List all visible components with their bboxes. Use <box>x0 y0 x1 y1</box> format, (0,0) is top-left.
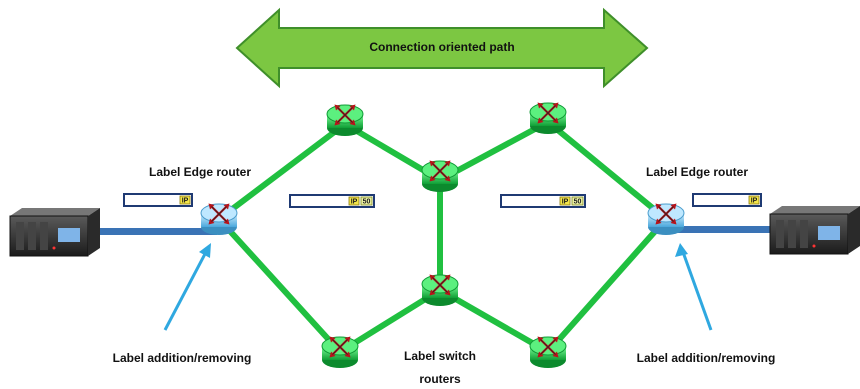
router-icon <box>529 335 567 368</box>
packet-ip-tag: IP <box>562 199 569 206</box>
packet-ip-tag: IP <box>351 199 358 206</box>
pointer-arrow-left <box>163 243 211 331</box>
link-lsr-bottom-right-to-ler-right <box>545 216 669 355</box>
label-add-remove-left: Label addition/removing <box>113 351 252 365</box>
label-switch-routers-line2: routers <box>419 372 461 386</box>
router-icon <box>200 202 238 235</box>
rack-server-icon <box>9 208 100 257</box>
packet-labeled-mid-left: IP 50 <box>289 194 375 208</box>
packet-label-tag: 50 <box>363 199 371 206</box>
access-link-right <box>670 226 788 233</box>
access-link-left <box>95 228 217 235</box>
packet-ip-left: IP <box>123 193 193 207</box>
router-icon <box>421 273 459 306</box>
link-lsr-top-right-to-ler-right <box>545 119 669 222</box>
link-center-bottom-to-lsr-bottom-right <box>437 287 551 355</box>
edge-router-label-left: Label Edge router <box>149 165 251 179</box>
label-add-remove-right: Label addition/removing <box>637 351 776 365</box>
connection-path-arrow: Connection oriented path <box>235 7 649 89</box>
router-icon <box>647 202 685 235</box>
link-ler-left-to-lsr-top-left <box>216 121 348 222</box>
pointer-arrow-right <box>675 243 713 331</box>
rack-server-icon <box>769 206 860 255</box>
packet-label-tag: 50 <box>574 199 582 206</box>
packet-ip-tag: IP <box>751 198 758 205</box>
router-icon <box>421 159 459 192</box>
router-icon <box>529 101 567 134</box>
network-links <box>216 119 669 355</box>
label-switch-routers-line1: Label switch <box>404 349 476 363</box>
router-icon <box>326 103 364 136</box>
packet-ip-right: IP <box>692 193 762 207</box>
link-ler-left-to-lsr-bottom-left <box>216 216 343 355</box>
packet-ip-tag: IP <box>182 198 189 205</box>
edge-router-label-right: Label Edge router <box>646 165 748 179</box>
access-links <box>95 226 788 235</box>
packet-labeled-mid-right: IP 50 <box>500 194 586 208</box>
router-icon <box>321 335 359 368</box>
banner-label: Connection oriented path <box>369 40 514 54</box>
